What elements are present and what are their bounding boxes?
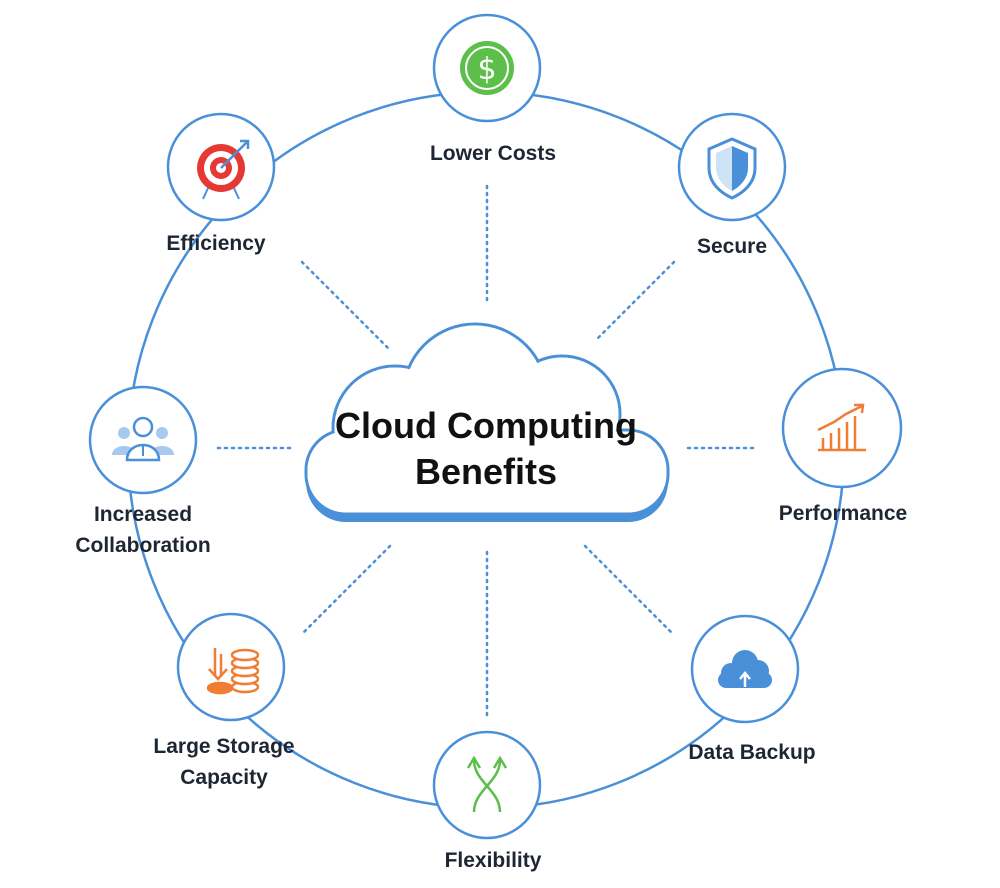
label-data-backup: Data Backup [688, 741, 816, 764]
shield-icon [707, 137, 757, 200]
node-collaboration [88, 385, 198, 495]
team-icon [112, 416, 174, 462]
cloud-upload-icon [718, 650, 772, 688]
svg-text:$: $ [477, 52, 496, 87]
target-icon [197, 139, 250, 200]
label-line: Large Storage [153, 735, 295, 758]
node-large-storage [176, 612, 286, 722]
label-line: Collaboration [75, 534, 211, 557]
label-lower-costs: Lower Costs [429, 142, 557, 165]
dollar-coin-icon: $ [460, 41, 514, 95]
label-performance: Performance [778, 502, 908, 525]
label-increased-collaboration: Increased Collaboration [75, 499, 210, 561]
crossing-arrows-icon [466, 755, 508, 813]
spoke-efficiency [300, 260, 392, 352]
spoke-large-storage [300, 544, 392, 636]
diagram-title: Cloud Computing Benefits [335, 403, 637, 495]
bar-chart-up-icon [817, 403, 866, 452]
label-secure: Secure [696, 235, 768, 258]
spoke-data-backup [583, 544, 674, 635]
central-cloud [304, 322, 670, 522]
title-line-2: Benefits [414, 451, 558, 492]
node-performance [781, 367, 903, 489]
label-flexibility: Flexibility [444, 849, 542, 872]
label-line: Capacity [180, 766, 268, 789]
label-efficiency: Efficiency [166, 232, 266, 255]
label-large-storage-capacity: Large Storage Capacity [153, 731, 294, 793]
spokes [216, 184, 758, 722]
spoke-secure [596, 260, 676, 340]
label-line: Increased [93, 503, 193, 526]
title-line-1: Cloud Computing [335, 405, 637, 446]
database-icon [206, 648, 260, 695]
